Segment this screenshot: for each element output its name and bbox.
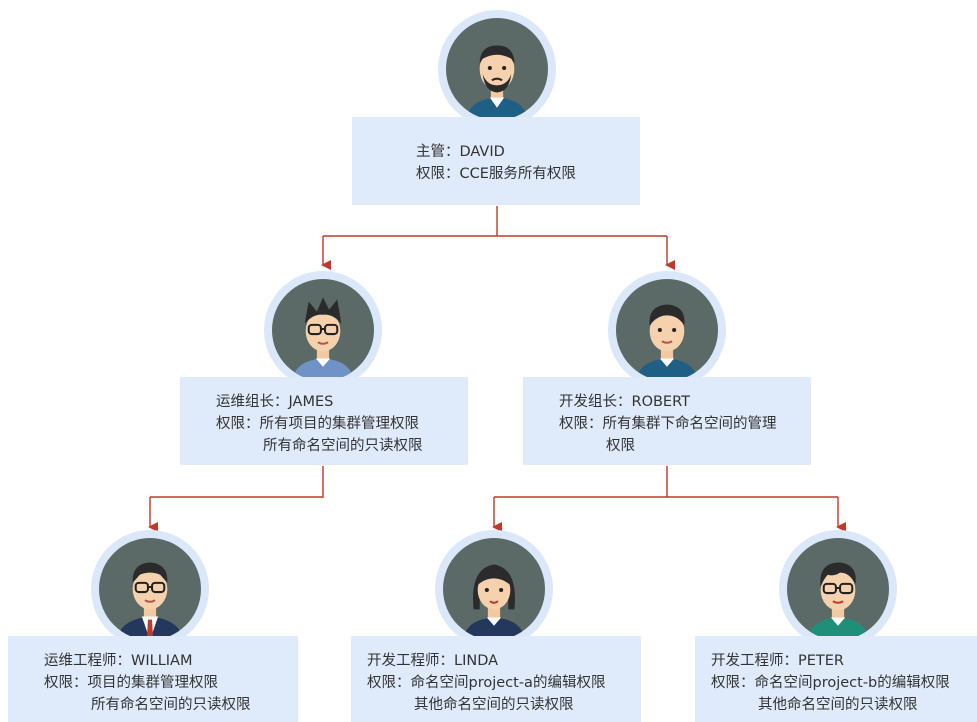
role-label-james: 运维组长：JAMES bbox=[216, 394, 334, 410]
role-label-william: 运维工程师：WILLIAM bbox=[44, 653, 193, 669]
role-label-linda: 开发工程师：LINDA bbox=[367, 653, 499, 669]
avatar-linda bbox=[443, 538, 545, 640]
permission-label-james: 权限：所有项目的集群管理权限 bbox=[216, 416, 419, 432]
permission-label-linda: 权限：命名空间project-a的编辑权限 bbox=[367, 675, 606, 691]
avatar-peter bbox=[787, 538, 889, 640]
permission-label-linda-2: 其他命名空间的只读权限 bbox=[414, 697, 574, 713]
permission-label-william: 权限：项目的集群管理权限 bbox=[44, 675, 218, 691]
permission-label-robert-2: 权限 bbox=[606, 438, 635, 454]
permission-label-robert: 权限：所有集群下命名空间的管理 bbox=[559, 416, 777, 432]
permission-label-peter: 权限：命名空间project-b的编辑权限 bbox=[711, 675, 950, 691]
node-card-david: 主管：DAVID 权限：CCE服务所有权限 bbox=[352, 117, 640, 205]
node-card-linda: 开发工程师：LINDA 权限：命名空间project-a的编辑权限 其他命名空间… bbox=[351, 636, 641, 722]
role-label-peter: 开发工程师：PETER bbox=[711, 653, 844, 669]
avatar-james bbox=[272, 279, 374, 381]
node-card-william: 运维工程师：WILLIAM 权限：项目的集群管理权限 所有命名空间的只读权限 bbox=[8, 636, 298, 722]
node-card-robert: 开发组长：ROBERT 权限：所有集群下命名空间的管理 权限 bbox=[523, 377, 811, 465]
node-card-peter: 开发工程师：PETER 权限：命名空间project-b的编辑权限 其他命名空间… bbox=[695, 636, 977, 722]
avatar-david bbox=[446, 18, 548, 120]
role-label-david: 主管：DAVID bbox=[416, 144, 505, 160]
permission-label-david: 权限：CCE服务所有权限 bbox=[416, 166, 576, 182]
connector-james-trunk bbox=[150, 466, 324, 498]
avatar-robert bbox=[616, 279, 718, 381]
permission-label-peter-2: 其他命名空间的只读权限 bbox=[758, 697, 918, 713]
avatar-william bbox=[99, 538, 201, 640]
permission-label-william-2: 所有命名空间的只读权限 bbox=[91, 697, 251, 713]
node-card-james: 运维组长：JAMES 权限：所有项目的集群管理权限 所有命名空间的只读权限 bbox=[180, 377, 468, 465]
permission-label-james-2: 所有命名空间的只读权限 bbox=[263, 438, 423, 454]
role-label-robert: 开发组长：ROBERT bbox=[559, 394, 690, 410]
